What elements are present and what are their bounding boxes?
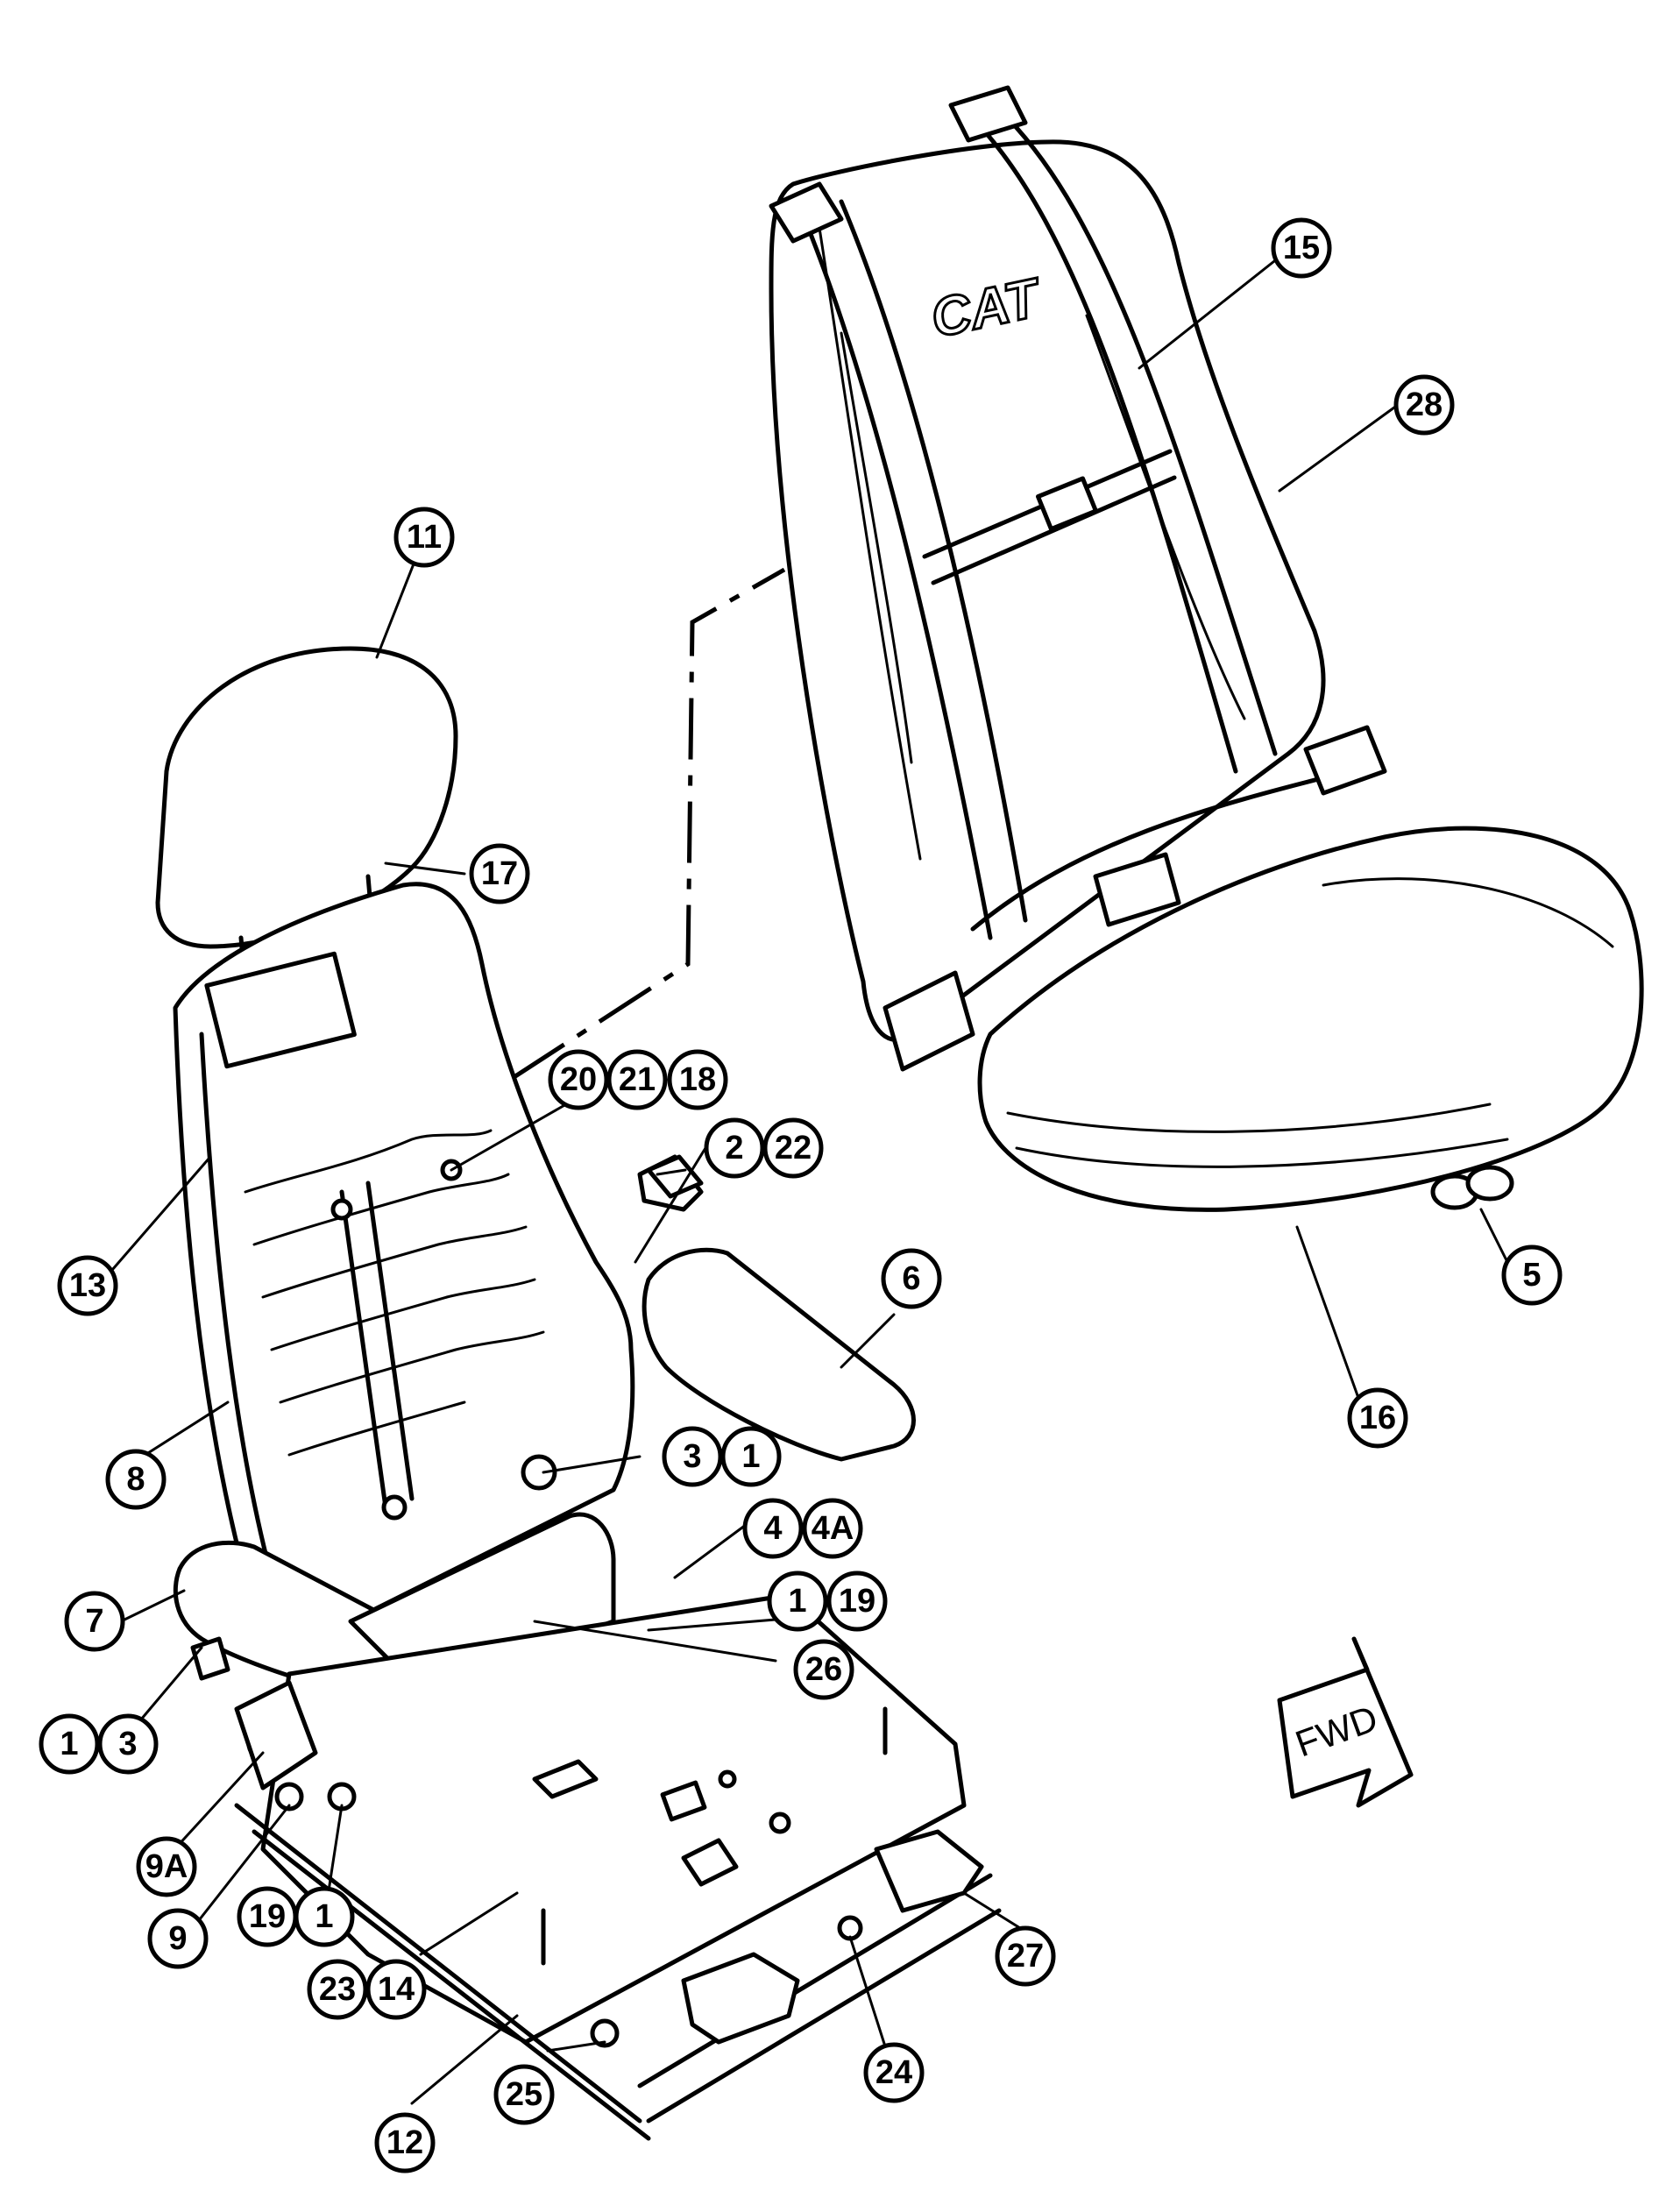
seat-frame-drawing [155,646,1002,2141]
callout-5: 5 [1501,1244,1563,1306]
svg-text:25: 25 [506,2076,542,2113]
svg-text:14: 14 [378,1971,415,2008]
svg-text:28: 28 [1406,386,1443,423]
callout-19: 19 [826,1571,888,1632]
callout-1: 1 [294,1886,355,1947]
svg-text:5: 5 [1522,1257,1541,1294]
svg-text:4A: 4A [812,1510,854,1547]
svg-text:22: 22 [775,1130,812,1166]
callout-3: 3 [662,1426,723,1487]
callout-21: 21 [606,1049,668,1110]
svg-text:15: 15 [1283,230,1320,266]
svg-text:1: 1 [60,1726,78,1762]
callout-4A: 4A [802,1498,863,1559]
svg-text:19: 19 [249,1898,286,1935]
callout-20: 20 [548,1049,609,1110]
callout-22: 22 [762,1117,824,1179]
svg-text:24: 24 [875,2054,912,2091]
svg-text:3: 3 [118,1726,137,1762]
callout-1: 1 [39,1713,100,1775]
callout-7: 7 [64,1591,125,1652]
callout-1: 1 [767,1571,828,1632]
svg-text:6: 6 [902,1260,920,1297]
callout-18: 18 [667,1049,728,1110]
svg-text:20: 20 [560,1061,597,1098]
svg-text:26: 26 [805,1651,842,1688]
callout-12: 12 [374,2112,436,2173]
callout-16: 16 [1347,1387,1408,1449]
callout-9A: 9A [136,1836,197,1897]
callout-15: 15 [1271,217,1332,279]
callout-6: 6 [881,1248,942,1309]
callout-24: 24 [863,2042,925,2103]
svg-text:16: 16 [1359,1400,1396,1436]
svg-text:3: 3 [683,1438,701,1475]
callout-13: 13 [57,1255,118,1316]
callout-8: 8 [105,1449,167,1510]
callout-1: 1 [720,1426,782,1487]
svg-text:1: 1 [315,1898,333,1935]
svg-text:4: 4 [763,1510,782,1547]
svg-text:21: 21 [619,1061,656,1098]
svg-text:9A: 9A [145,1848,188,1885]
callout-3: 3 [97,1713,159,1775]
svg-text:11: 11 [407,519,442,556]
assembly-leader-line [511,567,786,1081]
upholstered-seat-drawing: CAT [769,85,1644,1212]
svg-text:18: 18 [679,1061,716,1098]
callout-26: 26 [793,1639,854,1700]
callout-11: 11 [393,507,455,568]
callout-27: 27 [995,1925,1056,1987]
svg-text:8: 8 [126,1461,145,1498]
callout-9: 9 [147,1908,209,1969]
callout-2: 2 [704,1117,765,1179]
svg-text:27: 27 [1007,1938,1044,1975]
svg-text:2: 2 [725,1130,743,1166]
callout-4: 4 [742,1498,804,1559]
svg-text:9: 9 [168,1920,187,1957]
svg-text:1: 1 [788,1583,806,1620]
callout-19: 19 [237,1886,298,1947]
callout-14: 14 [365,1959,427,2020]
callout-23: 23 [307,1959,368,2020]
callout-25: 25 [493,2064,555,2125]
svg-text:13: 13 [69,1267,106,1304]
svg-text:7: 7 [85,1603,103,1640]
svg-text:12: 12 [386,2124,423,2161]
svg-text:1: 1 [741,1438,760,1475]
callout-28: 28 [1393,374,1455,436]
forward-direction-arrow: FWD [1277,1636,1414,1808]
svg-text:19: 19 [839,1583,875,1620]
svg-text:17: 17 [481,855,518,892]
callout-17: 17 [469,843,530,904]
svg-text:23: 23 [319,1971,356,2008]
